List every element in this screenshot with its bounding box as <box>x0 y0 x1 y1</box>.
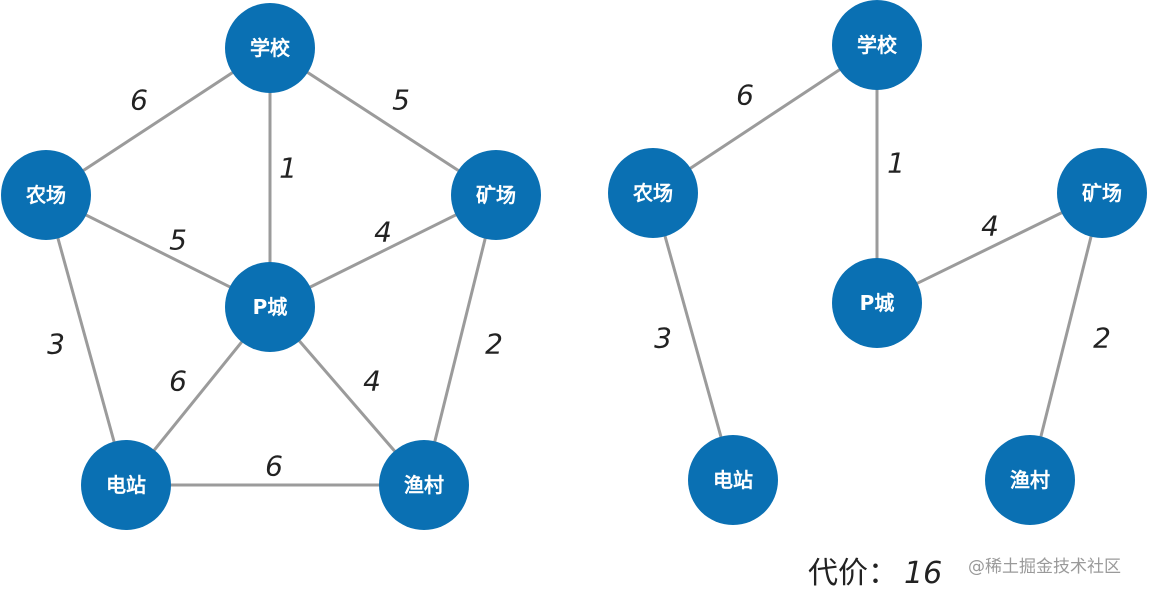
right-weight-mine-pcity: 4 <box>981 210 999 243</box>
left-node-fishing: 渔村 <box>379 440 469 530</box>
left-weight-school-mine: 5 <box>392 84 410 117</box>
left-node-pcity: P城 <box>225 262 315 352</box>
total-cost: 代价：16 <box>808 548 942 592</box>
right-node-school: 学校 <box>832 0 922 90</box>
right-node-farm: 农场 <box>608 148 698 238</box>
right-node-label: 学校 <box>857 33 898 57</box>
right-node-label: 渔村 <box>1010 468 1050 492</box>
right-edge-mine-fishing <box>1028 191 1104 482</box>
right-node-circle <box>608 148 698 238</box>
left-node-circle <box>81 440 171 530</box>
left-node-school: 学校 <box>225 3 315 93</box>
watermark: @稀土掘金技术社区 <box>968 557 1121 577</box>
left-weight-farm-pcity: 5 <box>169 224 187 257</box>
left-node-label: P城 <box>253 295 288 319</box>
left-weight-power-fishing: 6 <box>265 450 283 483</box>
right-node-circle <box>1057 148 1147 238</box>
right-node-fishing: 渔村 <box>985 435 1075 525</box>
right-node-circle <box>832 258 922 348</box>
cost-value: 16 <box>904 556 943 591</box>
left-node-circle <box>225 3 315 93</box>
right-node-label: 农场 <box>632 181 673 205</box>
right-node-mine: 矿场 <box>1057 148 1147 238</box>
left-weight-pcity-power: 6 <box>169 365 187 398</box>
right-weight-farm-power: 3 <box>654 322 672 355</box>
left-weight-school-farm: 6 <box>130 84 148 117</box>
left-weight-pcity-fishing: 4 <box>363 365 381 398</box>
right-weight-school-farm: 6 <box>736 79 754 112</box>
right-node-circle <box>985 435 1075 525</box>
right-node-label: 矿场 <box>1082 181 1122 205</box>
right-weight-mine-fishing: 2 <box>1093 322 1111 355</box>
left-node-power: 电站 <box>81 440 171 530</box>
left-node-circle <box>451 150 541 240</box>
left-weight-farm-power: 3 <box>47 328 65 361</box>
right-edge-farm-power <box>651 191 735 482</box>
left-weight-school-pcity: 1 <box>279 152 297 185</box>
left-node-label: 学校 <box>250 36 291 60</box>
left-node-circle <box>379 440 469 530</box>
right-weight-school-pcity: 1 <box>887 147 905 180</box>
left-edge-farm-power <box>44 193 128 487</box>
left-weight-mine-pcity: 4 <box>374 216 392 249</box>
right-node-label: P城 <box>860 291 895 315</box>
right-node-pcity: P城 <box>832 258 922 348</box>
left-node-label: 渔村 <box>404 473 444 497</box>
left-node-circle <box>1 150 91 240</box>
left-node-label: 矿场 <box>476 183 516 207</box>
left-edge-mine-fishing <box>422 193 498 487</box>
left-node-label: 电站 <box>106 473 146 497</box>
left-node-label: 农场 <box>25 183 66 207</box>
left-weight-mine-fishing: 2 <box>485 328 503 361</box>
right-node-circle <box>832 0 922 90</box>
right-node-power: 电站 <box>688 435 778 525</box>
left-node-circle <box>225 262 315 352</box>
cost-label: 代价： <box>808 556 898 591</box>
right-node-circle <box>688 435 778 525</box>
right-node-label: 电站 <box>713 468 753 492</box>
left-node-farm: 农场 <box>1 150 91 240</box>
left-node-mine: 矿场 <box>451 150 541 240</box>
